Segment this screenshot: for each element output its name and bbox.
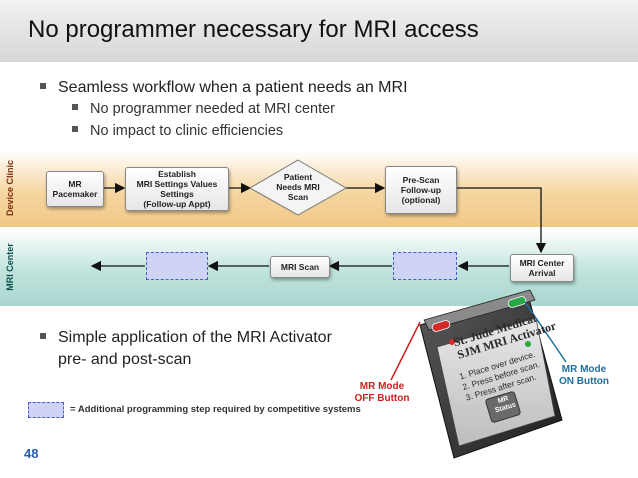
page-number: 48 (24, 446, 39, 461)
mr-status-button (485, 391, 521, 423)
mri-scan-box: MRI Scan (270, 256, 330, 278)
bullet-text: Seamless workflow when a patient needs a… (58, 79, 408, 96)
mr-mode-off-button (431, 320, 451, 332)
slide-title: No programmer necessary for MRI access (28, 16, 479, 43)
sub-bullet-no-impact: No impact to clinic efficiencies (72, 123, 283, 139)
device-body (419, 289, 563, 459)
status-led-red (449, 339, 455, 345)
bullet-marker (40, 82, 46, 89)
arrow-prescan-to-arrival (456, 187, 547, 254)
competitive-step-box-2 (146, 252, 208, 280)
patient-needs-mri-diamond (248, 159, 348, 216)
mr-mode-on-button (507, 296, 527, 308)
bullet-seamless-workflow: Seamless workflow when a patient needs a… (40, 79, 408, 97)
establish-settings-box: Establish MRI Settings Values Settings (… (125, 167, 229, 211)
competitive-step-box-1 (393, 252, 457, 280)
bullet-text: No programmer needed at MRI center (90, 101, 335, 117)
bullet-marker (40, 332, 46, 339)
bullet-text: No impact to clinic efficiencies (90, 123, 284, 139)
on-callout-line (524, 301, 567, 363)
patient-needs-mri-label: Patient Needs MRI Scan (276, 172, 320, 202)
sub-bullet-no-programmer: No programmer needed at MRI center (72, 101, 335, 117)
mr-mode-on-callout: MR Mode ON Button (559, 364, 609, 387)
mr-pacemaker-box: MR Pacemaker (46, 171, 104, 207)
off-callout-line (390, 321, 421, 381)
title-bar (0, 0, 638, 62)
legend-text: = Additional programming step required b… (70, 404, 361, 415)
bullet-simple-application: Simple application of the MRI Activator (40, 329, 332, 347)
mr-mode-off-callout: MR Mode OFF Button (354, 381, 410, 404)
bullet-simple-application-cont: pre- and post-scan (58, 351, 192, 368)
prescan-followup-box: Pre-Scan Follow-up (optional) (385, 166, 457, 214)
mri-center-arrival-box: MRI Center Arrival (510, 254, 574, 282)
bullet-text: Simple application of the MRI Activator (58, 329, 332, 346)
status-led-green (525, 341, 531, 347)
bullet-marker (72, 104, 78, 111)
bullet-marker (72, 126, 78, 133)
legend-swatch (28, 402, 64, 418)
